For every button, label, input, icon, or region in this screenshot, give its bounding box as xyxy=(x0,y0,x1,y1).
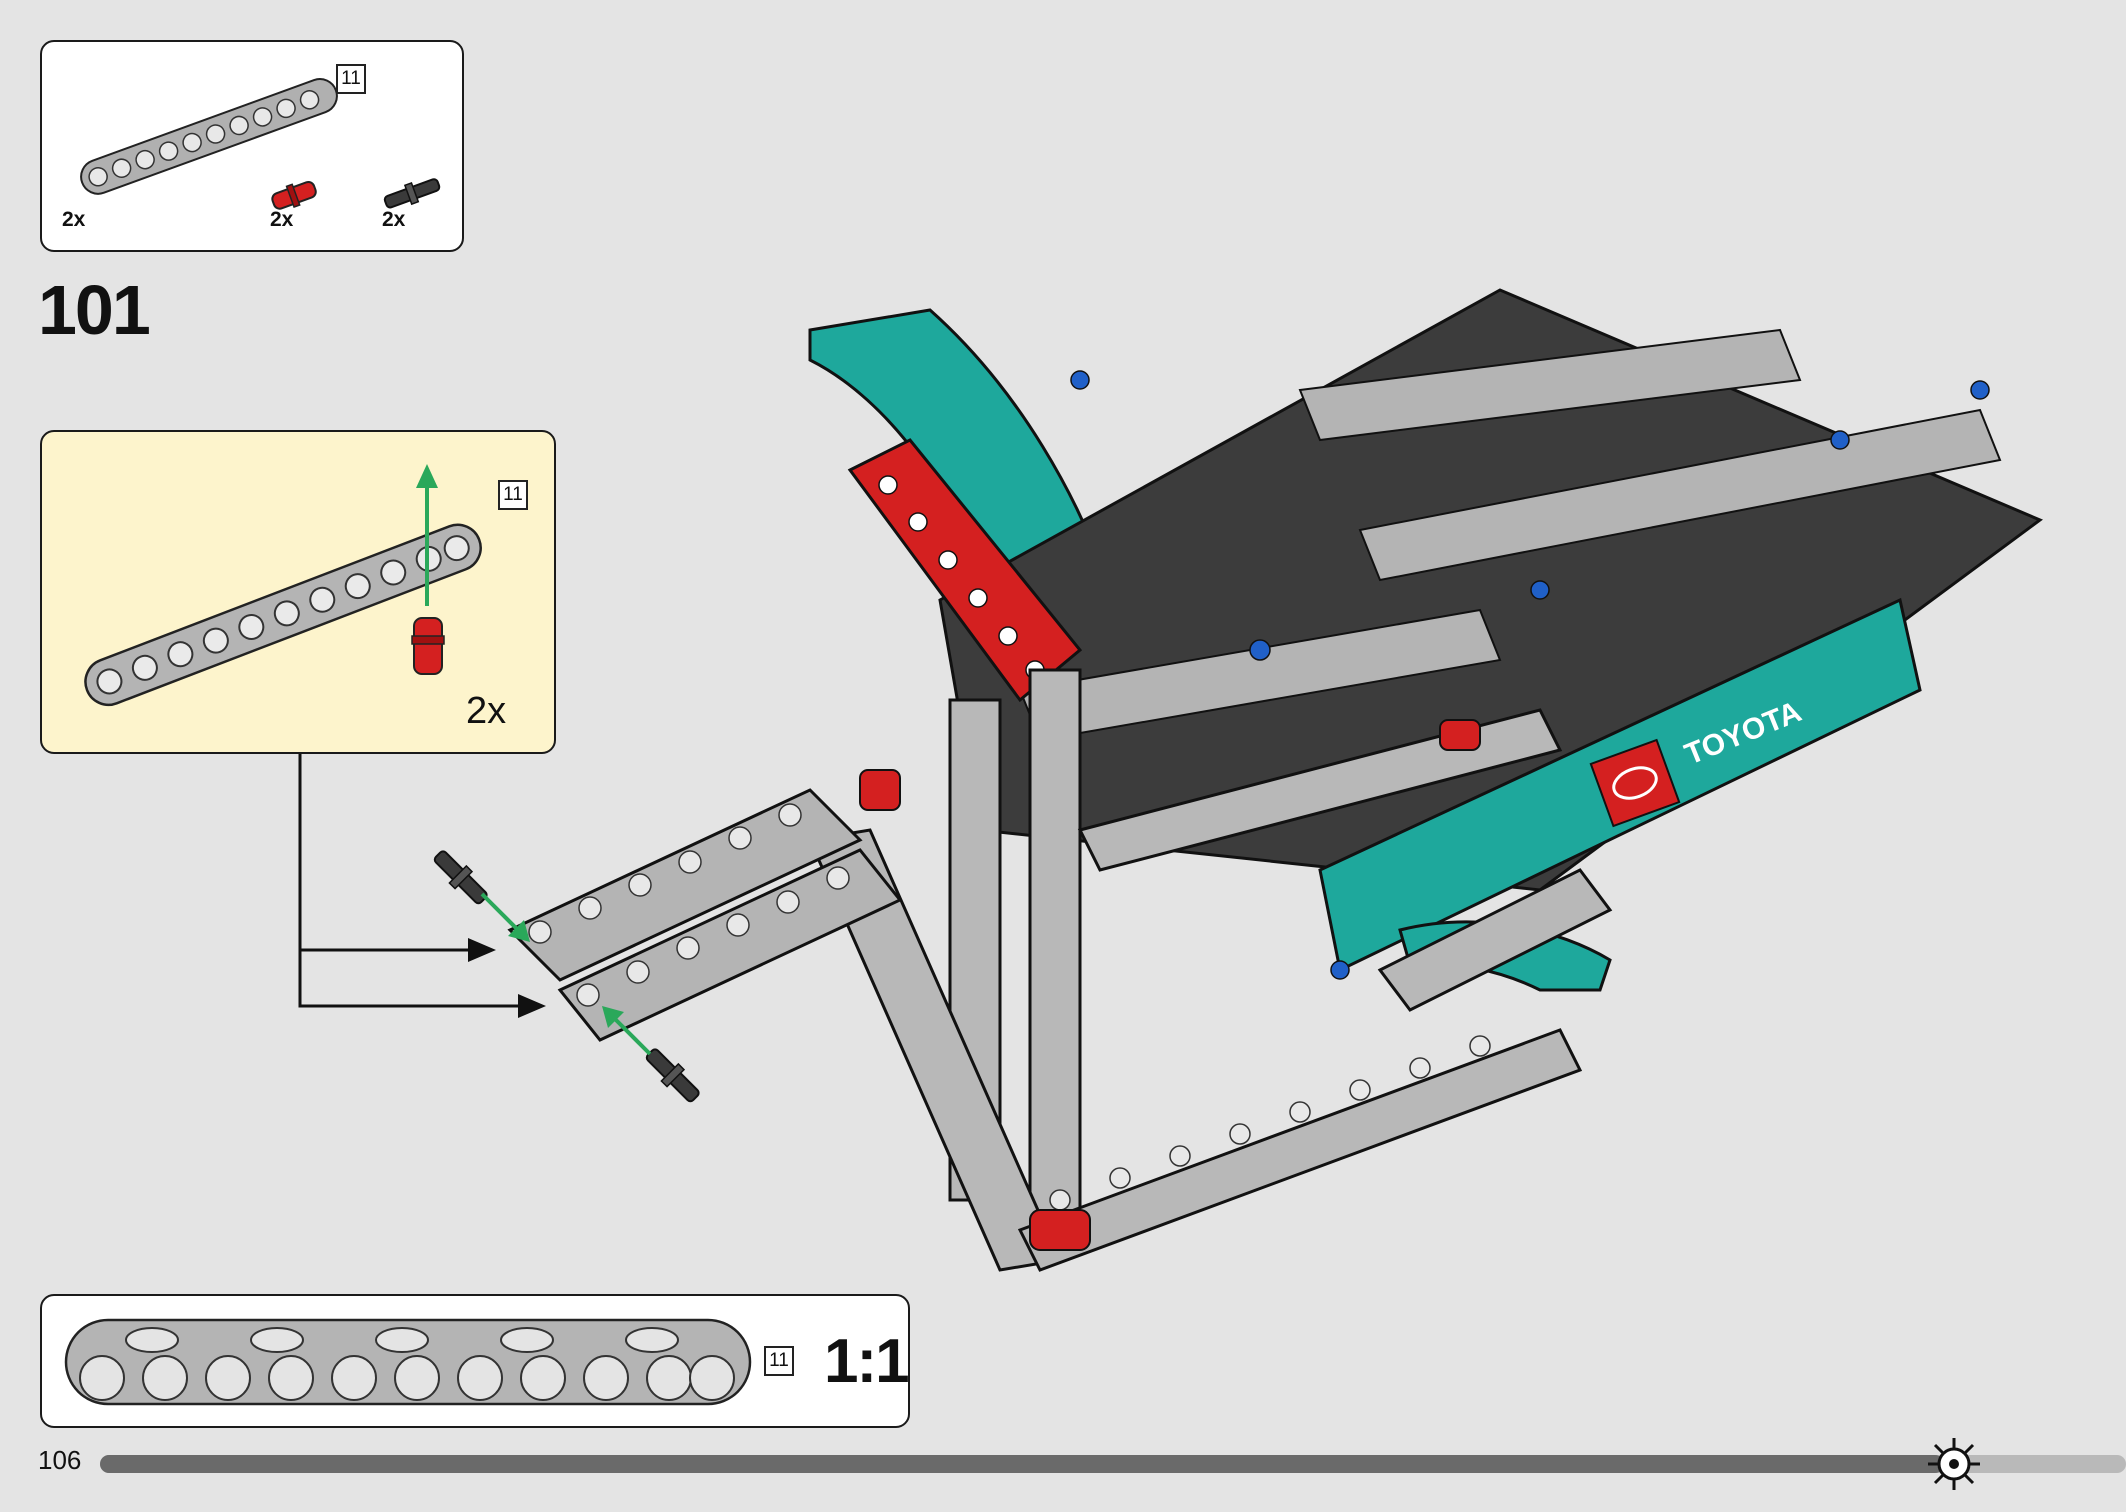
quantity-beam: 2x xyxy=(62,208,86,231)
black-axle-pin-icon xyxy=(433,850,488,905)
quantity-red-pin: 2x xyxy=(270,208,294,231)
scale-reference-panel: 11 1:1 xyxy=(40,1294,910,1428)
beam-11-icon xyxy=(80,78,338,195)
green-arrow-icon xyxy=(480,892,530,942)
quantity-black-pin: 2x xyxy=(382,208,406,231)
green-arrow-icon xyxy=(602,1006,652,1056)
red-pin-icon xyxy=(411,617,445,675)
parts-list-panel: 11 2x 2x 2x xyxy=(40,40,464,252)
toyota-logo-badge xyxy=(1589,738,1681,828)
green-arrow-icon xyxy=(416,464,438,606)
red-pin-icon xyxy=(271,180,317,210)
progress-bar xyxy=(100,1455,2126,1473)
scale-beam-icon xyxy=(64,1318,752,1406)
step-number: 101 xyxy=(38,271,151,349)
callout-multiplier: 2x xyxy=(466,690,507,732)
black-axle-pin-icon xyxy=(383,178,441,209)
page-number: 106 xyxy=(38,1445,82,1475)
callout-connector-lines xyxy=(298,754,546,1018)
red-front-beam xyxy=(847,438,1083,703)
callout-beam-icon xyxy=(84,523,482,707)
inserting-beams xyxy=(507,788,903,1042)
scale-length-badge: 11 xyxy=(764,1346,794,1376)
toyota-logo-icon xyxy=(1612,766,1658,800)
scale-label: 1:1 xyxy=(824,1327,910,1396)
model-illustration: TOYOTA xyxy=(807,288,2043,1272)
callout-length-badge: 11 xyxy=(498,480,528,510)
progress-bar-fill xyxy=(100,1455,1944,1473)
black-axle-pin-icon xyxy=(645,1048,700,1103)
callout-panel: 11 2x xyxy=(40,430,556,754)
part-length-badge: 11 xyxy=(336,64,366,94)
gear-icon xyxy=(1928,1438,1980,1490)
